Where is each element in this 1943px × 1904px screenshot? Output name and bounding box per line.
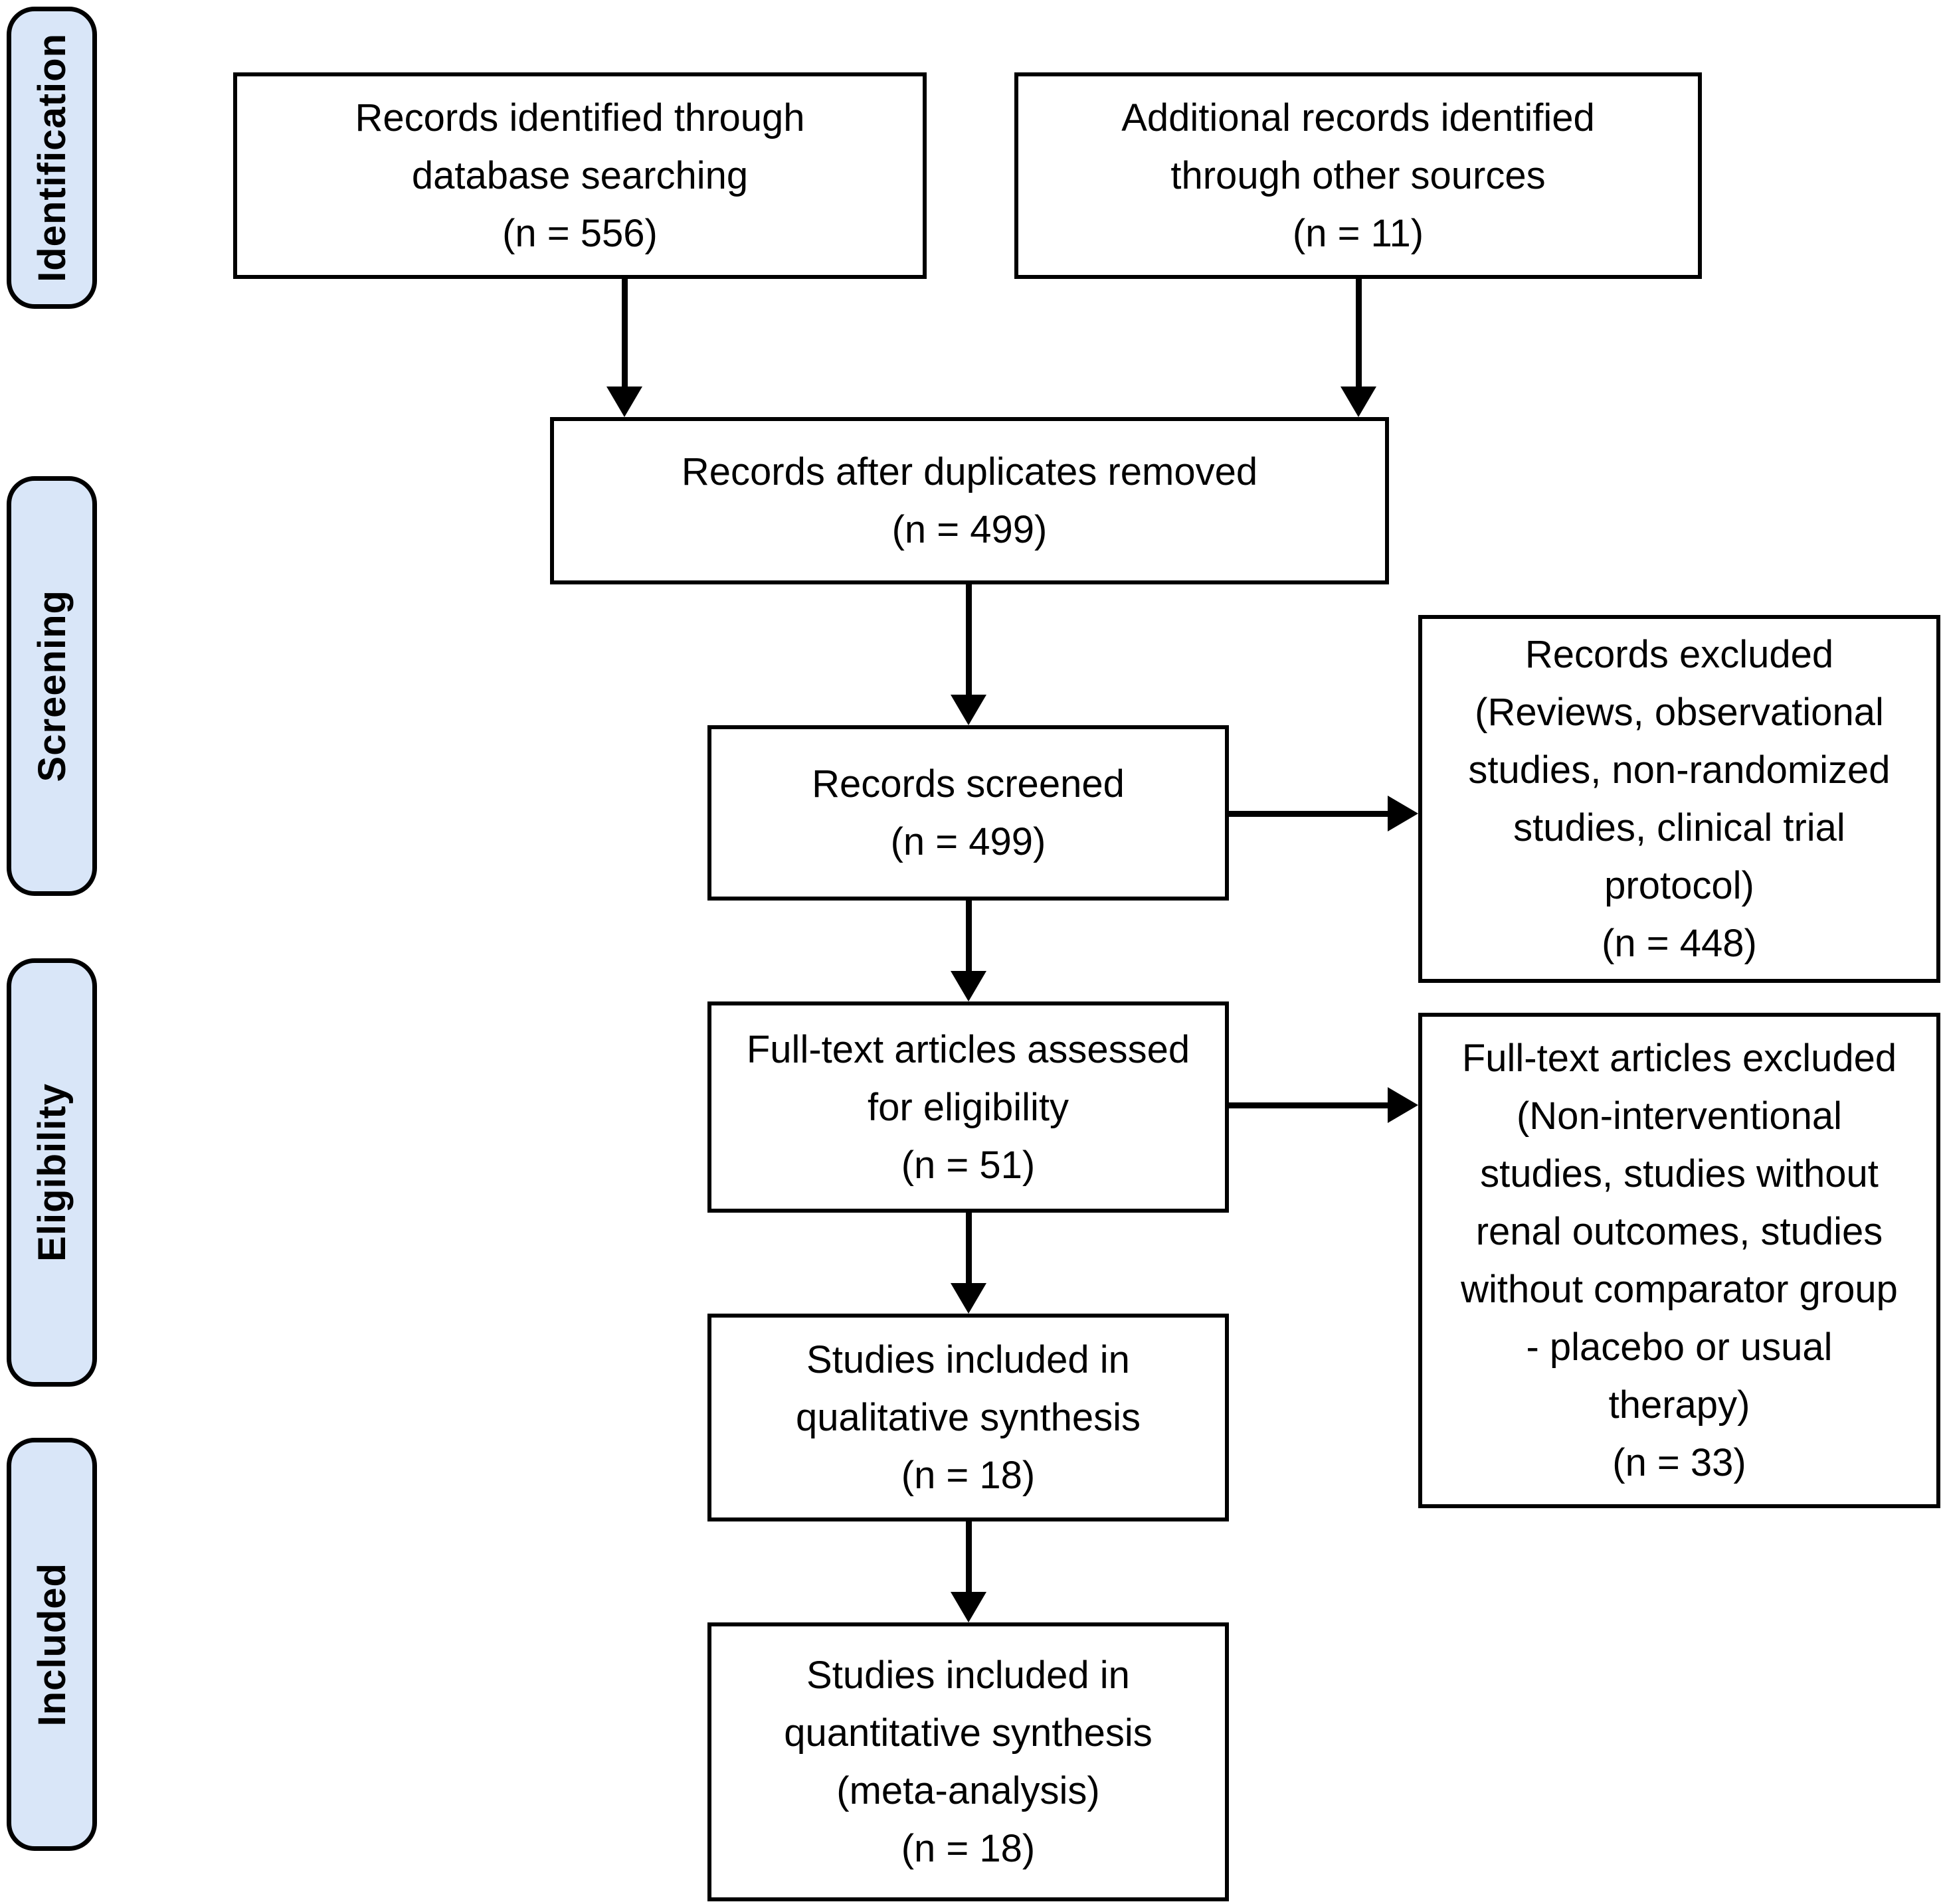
arrowhead-down-icon [951, 1592, 986, 1622]
node-additional-records: Additional records identified through ot… [1014, 72, 1702, 279]
stage-screening: Screening [7, 476, 97, 896]
node-fulltext-assessed: Full-text articles assessed for eligibil… [707, 1001, 1229, 1213]
arrowhead-down-icon [951, 1283, 986, 1314]
arrow-line [966, 901, 972, 972]
arrowhead-right-icon [1388, 1087, 1418, 1123]
arrowhead-down-icon [951, 971, 986, 1001]
node-records-identified: Records identified through database sear… [233, 72, 927, 279]
stage-identification-label: Identification [30, 33, 74, 282]
stage-eligibility: Eligibility [7, 958, 97, 1387]
node-quantitative-synthesis: Studies included in quantitative synthes… [707, 1622, 1229, 1901]
stage-screening-label: Screening [30, 590, 74, 782]
arrowhead-right-icon [1388, 796, 1418, 831]
arrow-line [622, 279, 628, 388]
arrow-line [966, 584, 972, 696]
arrowhead-down-icon [951, 695, 986, 725]
node-qualitative-synthesis: Studies included in qualitative synthesi… [707, 1314, 1229, 1521]
arrow-line [1229, 1102, 1389, 1108]
arrowhead-down-icon [606, 387, 642, 417]
node-after-duplicates: Records after duplicates removed (n = 49… [550, 417, 1389, 584]
arrow-line [1356, 279, 1362, 388]
stage-included-label: Included [30, 1562, 74, 1727]
arrow-line [966, 1213, 972, 1284]
arrow-line [1229, 811, 1389, 817]
stage-eligibility-label: Eligibility [30, 1083, 74, 1262]
node-records-screened: Records screened (n = 499) [707, 725, 1229, 901]
stage-included: Included [7, 1438, 97, 1851]
arrow-line [966, 1521, 972, 1593]
arrowhead-down-icon [1341, 387, 1376, 417]
stage-identification: Identification [7, 7, 97, 309]
node-records-excluded: Records excluded (Reviews, observational… [1418, 615, 1940, 983]
node-fulltext-excluded: Full-text articles excluded (Non-interve… [1418, 1013, 1940, 1508]
